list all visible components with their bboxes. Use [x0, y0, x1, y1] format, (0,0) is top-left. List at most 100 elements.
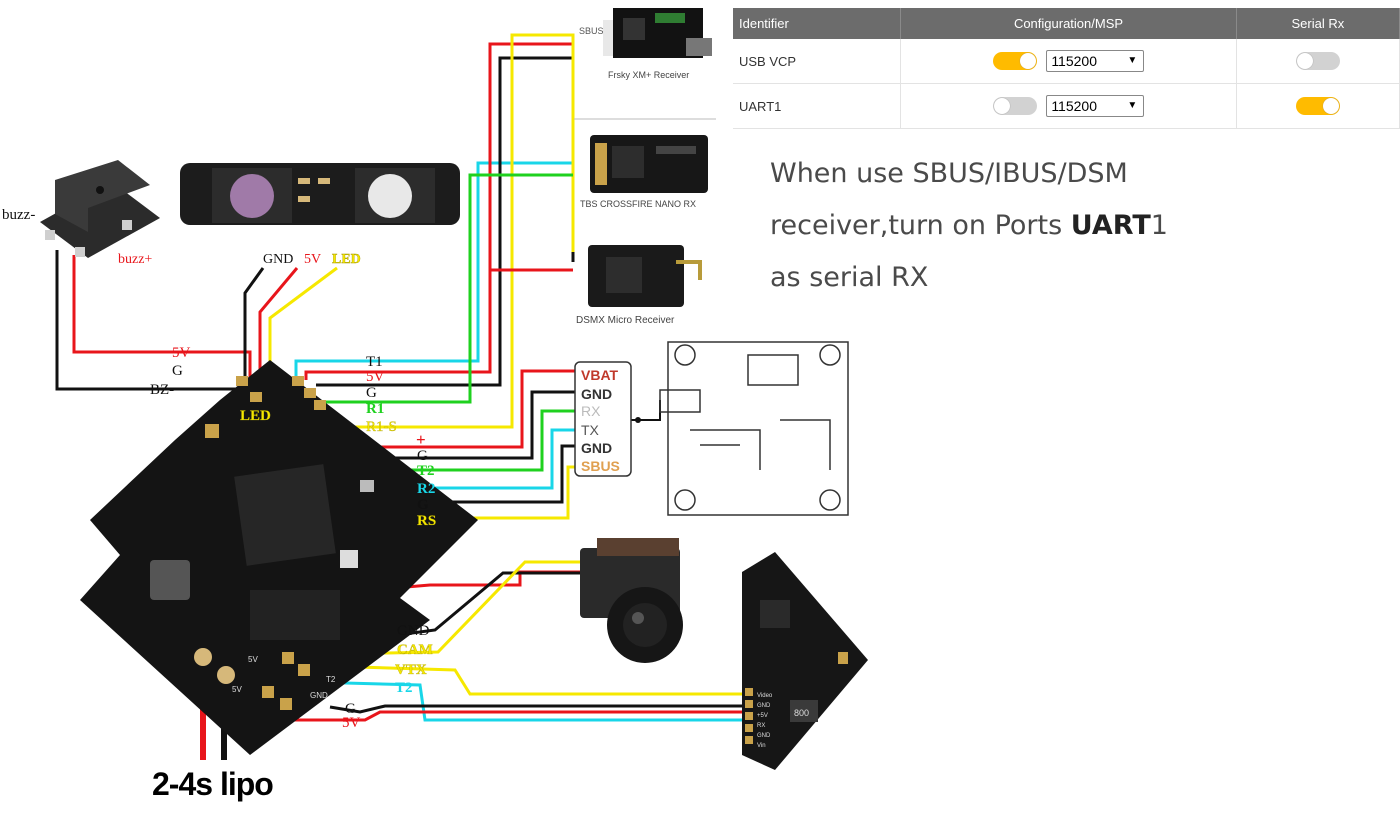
led-gnd-label: GND — [263, 252, 293, 267]
wire-led-gnd — [243, 267, 265, 378]
label-t2-vtx: T2 — [395, 680, 413, 696]
label-g-mid: G — [417, 448, 428, 464]
label-g-vtx: G — [345, 701, 356, 717]
wire-t2-mid — [345, 409, 575, 472]
silk-gnd: GND — [310, 691, 328, 700]
label-r1-s: R1-S — [366, 419, 397, 435]
rx-pin-rx: RX — [581, 403, 601, 419]
pad-t1 — [292, 376, 304, 386]
table-row: UART1 115200▼ — [733, 83, 1400, 129]
led-5v-label: 5V — [304, 252, 321, 267]
pad-battery-positive — [194, 648, 212, 666]
silk-5v-a: 5V — [248, 655, 258, 664]
wire-g-r2 — [375, 444, 575, 504]
label-led: LED — [240, 408, 271, 424]
led-2 — [368, 174, 412, 218]
wire-cf-r1 — [392, 173, 573, 404]
rx-pin-gnd1: GND — [581, 386, 612, 402]
frsky-receiver: SBUS Frsky XM+ Receiver — [579, 8, 712, 80]
baud-select[interactable]: 115200▼ — [1046, 50, 1145, 72]
wire-rx-board-lead — [630, 400, 661, 421]
buzzer-body — [55, 160, 150, 232]
wire-rs — [388, 465, 575, 520]
label-r1: R1 — [366, 401, 384, 417]
serial-rx-toggle[interactable] — [1295, 97, 1340, 115]
led-1 — [230, 174, 274, 218]
header-serial-rx: Serial Rx — [1236, 8, 1400, 39]
label-bz-minus: BZ- — [150, 382, 174, 398]
vtx-pin-vin: Vin — [757, 743, 766, 749]
label-5v-top: 5V — [366, 369, 385, 385]
fc-inductor — [150, 560, 190, 600]
wire-g-mid — [330, 390, 575, 460]
label-r2: R2 — [417, 481, 435, 497]
instruction-note: When use SBUS/IBUS/DSM receiver,turn on … — [770, 148, 1168, 304]
baud-select[interactable]: 115200▼ — [1046, 95, 1145, 117]
pad-cam — [282, 652, 294, 664]
wire-t1 — [294, 161, 573, 378]
flight-controller: 5V GND T2 5V — [80, 360, 478, 755]
label-gnd-cam: GND — [397, 623, 430, 639]
fc-wire-labels: 5V G BZ- T1 5V G R1 R1-S LED + G T2 R2 G… — [150, 345, 436, 731]
wire-buzzer-plus — [72, 255, 252, 378]
silk-t2: T2 — [326, 675, 336, 684]
pad-t2-b — [280, 698, 292, 710]
frsky-caption: Frsky XM+ Receiver — [608, 70, 689, 80]
label-rs: RS — [417, 513, 436, 529]
dsmx-receiver: DSMX Micro Receiver — [576, 245, 702, 326]
wire-vtx-5v — [250, 710, 745, 722]
label-plus: + — [416, 430, 426, 449]
silk-5v-b: 5V — [232, 685, 242, 694]
label-g-r2: G — [417, 497, 429, 513]
wire-led-5v — [258, 267, 299, 390]
msp-toggle[interactable] — [992, 97, 1037, 115]
note-line-2: receiver,turn on Ports UART1 — [770, 210, 1168, 241]
row-identifier: UART1 — [733, 83, 902, 129]
label-t1: T1 — [366, 354, 383, 370]
vtx-pin-video: Video — [757, 693, 773, 699]
label-g-top: G — [366, 385, 377, 401]
wire-r1s — [318, 33, 575, 429]
chevron-down-icon: ▼ — [1127, 55, 1138, 66]
label-5v-vtx: 5V — [342, 715, 361, 731]
vtx-pin-gnd1: GND — [757, 703, 771, 709]
pad-g — [314, 400, 326, 410]
rx-pin-vbat: VBAT — [581, 367, 619, 383]
buzzer-minus-label: buzz- — [2, 207, 35, 223]
wire-r2 — [350, 428, 575, 490]
pad-led-5v — [250, 392, 262, 402]
buzzer-plus-label: buzz+ — [118, 252, 152, 267]
row-serial-rx — [1236, 39, 1400, 84]
ports-table: Identifier Configuration/MSP Serial Rx U… — [733, 8, 1400, 129]
led-strip: GND 5V LED — [180, 163, 460, 267]
wires — [55, 33, 745, 760]
pad-vtx — [298, 664, 310, 676]
label-5v-left: 5V — [172, 345, 191, 361]
fc-mcu — [234, 464, 336, 566]
ports-table-header: Identifier Configuration/MSP Serial Rx — [733, 8, 1400, 39]
camera — [580, 538, 683, 663]
pad-side — [205, 424, 219, 438]
pad-gnd-b — [262, 686, 274, 698]
note-line-3: as serial RX — [770, 262, 929, 293]
serial-rx-toggle[interactable] — [1295, 52, 1340, 70]
vtx-pin-5v: +5V — [757, 713, 768, 719]
fc-driver — [250, 590, 340, 640]
dsmx-caption: DSMX Micro Receiver — [576, 315, 675, 326]
wire-vtx-t2 — [307, 680, 745, 722]
buzzer-hole — [96, 186, 104, 194]
label-vtx: VTX — [395, 662, 427, 678]
crossfire-receiver: TBS CROSSFIRE NANO RX — [580, 135, 708, 209]
rx-pin-sbus: SBUS — [581, 458, 620, 474]
pad-5v — [304, 388, 316, 398]
msp-toggle[interactable] — [992, 52, 1037, 70]
wire-vtx-g — [329, 704, 745, 714]
frsky-sbus-pin-label: SBUS — [579, 26, 604, 36]
label-t2: T2 — [417, 463, 435, 479]
wire-vtx-video — [289, 663, 745, 696]
chevron-down-icon: ▼ — [1127, 100, 1138, 111]
header-config-msp: Configuration/MSP — [900, 8, 1237, 39]
vtx-pin-gnd2: GND — [757, 733, 771, 739]
crossfire-caption: TBS CROSSFIRE NANO RX — [580, 199, 696, 209]
note-line-1: When use SBUS/IBUS/DSM — [770, 158, 1128, 189]
